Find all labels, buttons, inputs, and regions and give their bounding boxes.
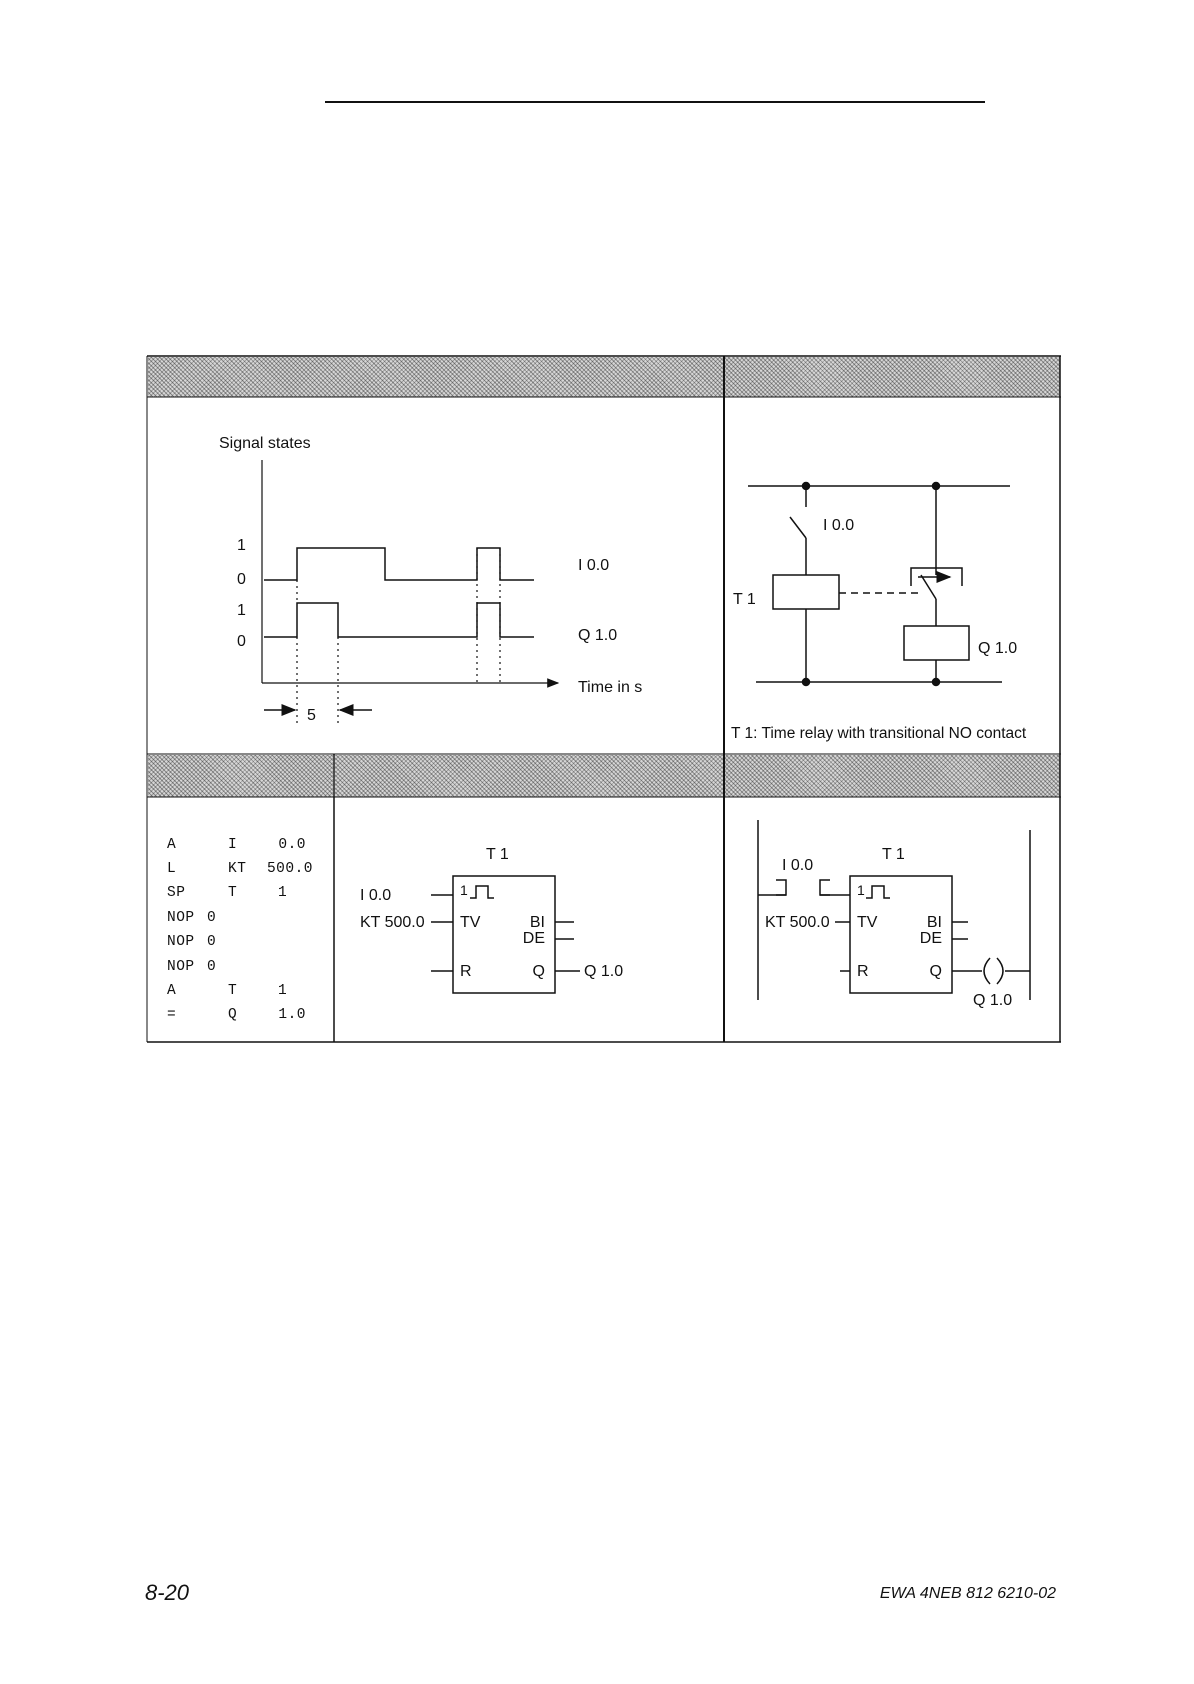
stl-param: 1 — [278, 885, 287, 901]
level-label: 0 — [237, 571, 246, 588]
csf-pin-tv: TV — [460, 914, 481, 931]
stl-operand: 0 — [207, 959, 216, 975]
stl-param: 500.0 — [267, 861, 313, 877]
csf-output-label: Q 1.0 — [584, 963, 623, 980]
coil-right — [997, 958, 1003, 984]
lad-pin-bi: BI — [927, 914, 942, 931]
timing-title: Signal states — [219, 435, 311, 452]
input-signal-label: I 0.0 — [578, 557, 609, 574]
level-label: 1 — [237, 537, 246, 554]
relay-input-label: I 0.0 — [823, 517, 854, 534]
stl-operand: T — [228, 885, 237, 901]
lad-pin-start: 1 — [857, 882, 865, 898]
relay-coil — [773, 575, 839, 609]
input-waveform — [264, 548, 534, 580]
lad-timer-label: T 1 — [882, 846, 905, 863]
output-signal-label: Q 1.0 — [578, 627, 617, 644]
stl-op: A — [167, 983, 176, 999]
output-coil — [904, 626, 969, 660]
lad-coil-label: Q 1.0 — [973, 992, 1012, 1009]
level-label: 1 — [237, 602, 246, 619]
lad-pulse-symbol — [866, 886, 890, 898]
contact-left — [776, 880, 786, 895]
transitional-contact — [921, 575, 936, 599]
no-contact — [790, 517, 806, 538]
stl-param: 1 — [278, 983, 287, 999]
csf-pin-bi: BI — [530, 914, 545, 931]
csf-timer-label: T 1 — [486, 846, 509, 863]
stl-operand: T — [228, 983, 237, 999]
stl-op: L — [167, 861, 176, 877]
contact-right — [820, 880, 830, 895]
coil-left — [984, 958, 990, 984]
stl-op: = — [167, 1007, 176, 1023]
relay-timer-label: T 1 — [733, 591, 756, 608]
stl-param: 0.0 — [278, 837, 306, 853]
lad-pin-tv: TV — [857, 914, 878, 931]
csf-pin-de: DE — [523, 930, 545, 947]
relay-output-label: Q 1.0 — [978, 640, 1017, 657]
stl-op: NOP — [167, 934, 195, 950]
csf-pin-r: R — [460, 963, 472, 980]
time-axis-label: Time in s — [578, 679, 642, 696]
stl-op: SP — [167, 885, 185, 901]
level-label: 0 — [237, 633, 246, 650]
csf-time-value: KT 500.0 — [360, 914, 425, 931]
lad-contact-label: I 0.0 — [782, 857, 813, 874]
csf-start-input: I 0.0 — [360, 887, 391, 904]
lad-pin-de: DE — [920, 930, 942, 947]
timing-diagram: Signal states 1 0 1 0 5 I 0.0 Q 1.0 Time… — [219, 435, 642, 726]
stl-operand: KT — [228, 861, 246, 877]
statement-list: A I 0.0 L KT 500.0 SP T 1 NOP 0 NOP 0 NO… — [167, 837, 313, 1023]
lad-pin-r: R — [857, 963, 869, 980]
csf-pin-start: 1 — [460, 882, 468, 898]
stl-op: NOP — [167, 910, 195, 926]
stl-op: A — [167, 837, 176, 853]
stl-param: 1.0 — [278, 1007, 306, 1023]
lad-pin-q: Q — [930, 963, 942, 980]
stl-operand: Q — [228, 1007, 237, 1023]
relay-diagram — [748, 483, 1010, 686]
lad-time-value: KT 500.0 — [765, 914, 830, 931]
pulse-duration: 5 — [307, 707, 316, 724]
output-waveform — [264, 603, 534, 637]
pulse-symbol — [470, 886, 494, 898]
page-number: 8-20 — [145, 1580, 189, 1606]
stl-operand: I — [228, 837, 237, 853]
document-id: EWA 4NEB 812 6210-02 — [880, 1585, 1056, 1603]
stl-operand: 0 — [207, 910, 216, 926]
csf-pin-q: Q — [533, 963, 545, 980]
ladder-diagram: T 1 I 0.0 KT 500.0 1 TV R BI DE Q Q 1.0 — [758, 820, 1030, 1009]
stl-op: NOP — [167, 959, 195, 975]
control-system-flowchart: T 1 I 0.0 KT 500.0 1 TV R BI DE Q Q 1.0 — [360, 846, 623, 993]
stl-operand: 0 — [207, 934, 216, 950]
relay-caption: T 1: Time relay with transitional NO con… — [731, 725, 1027, 742]
